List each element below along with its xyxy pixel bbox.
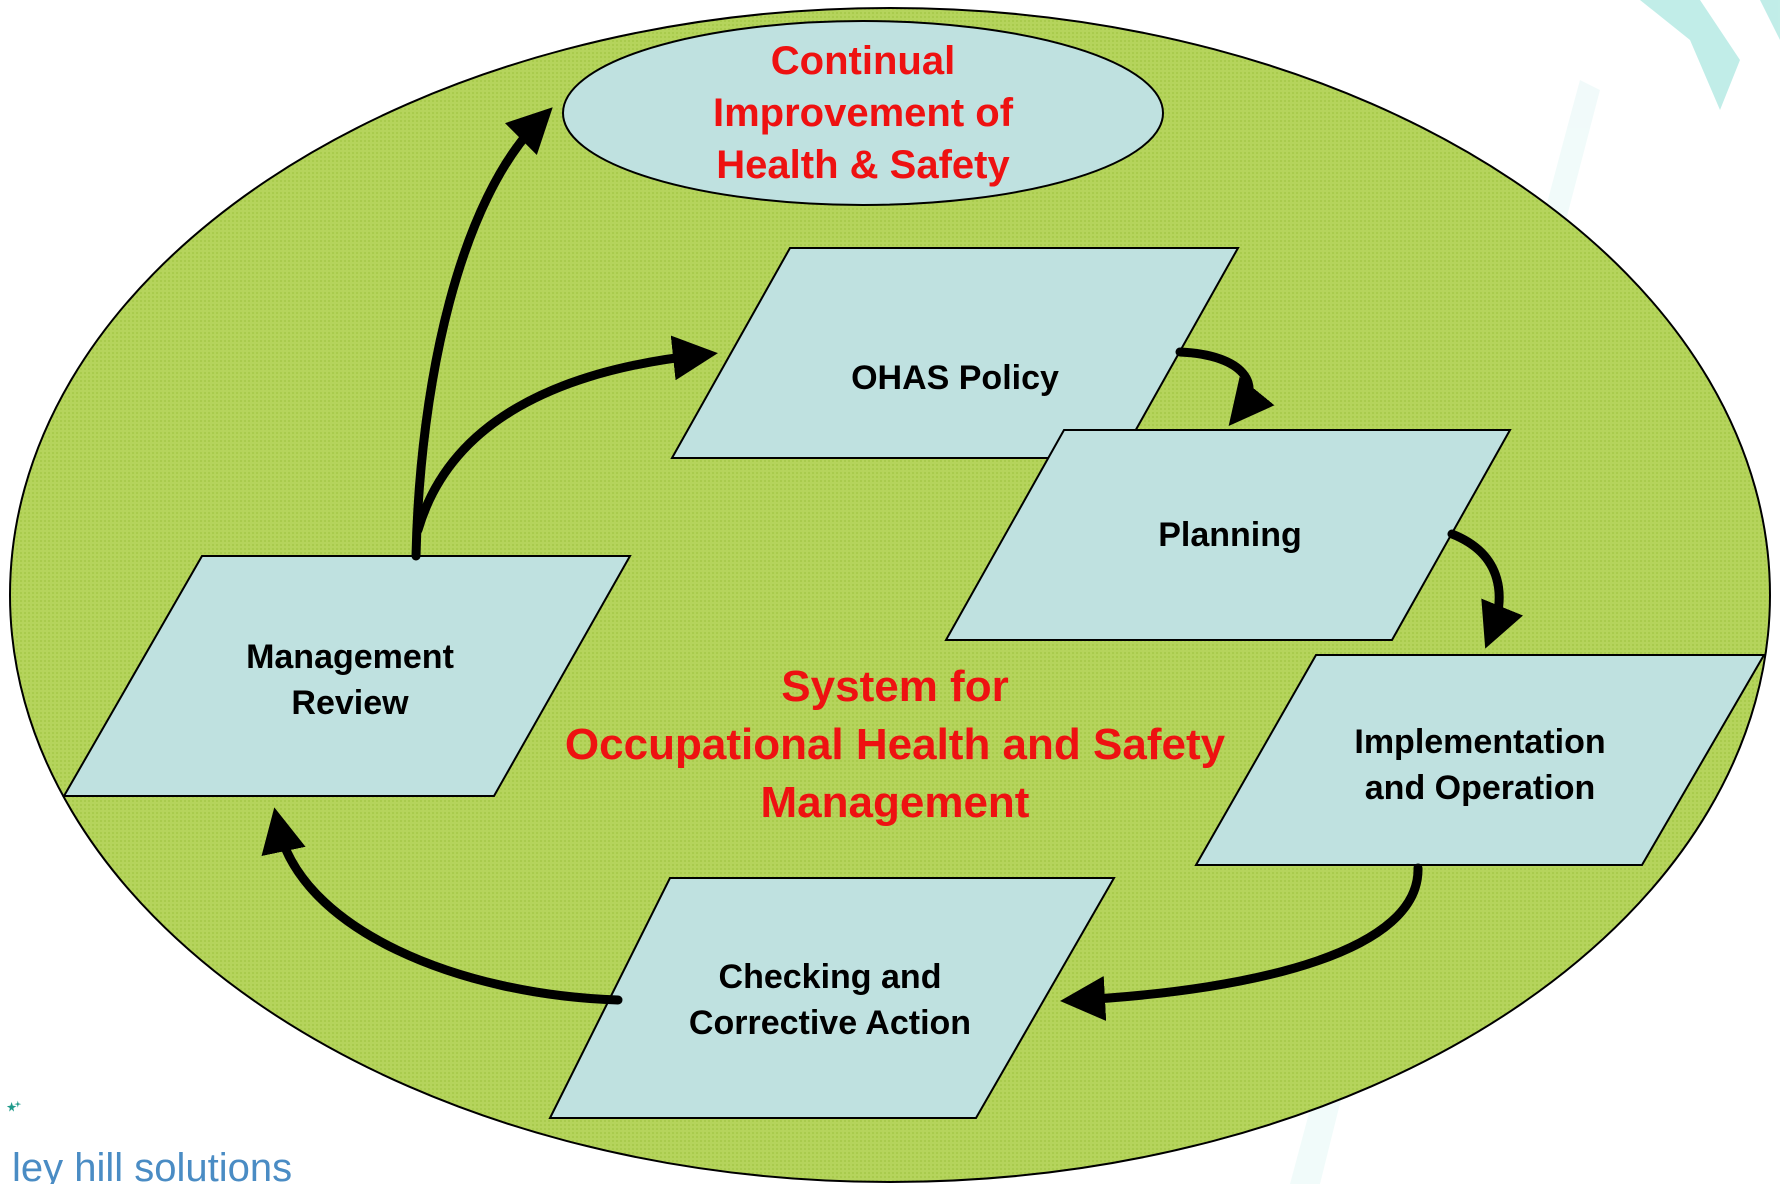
step-label-review-line-1: Management (246, 638, 454, 676)
step-label-review: Management Review (200, 630, 500, 730)
continual-improvement-line-1: Continual (770, 39, 956, 83)
arrow-policy-to-planning (1175, 347, 1275, 426)
system-title-line-1: System for (781, 662, 1009, 711)
continual-improvement-label: Continual Improvement of Health & Safety (613, 33, 1113, 193)
step-label-checking: Checking and Corrective Action (640, 950, 1020, 1050)
step-box-review (62, 555, 632, 797)
star-sparkle-icon (6, 1100, 22, 1112)
step-box-planning (944, 429, 1512, 641)
arrow-review-to-policy (413, 335, 718, 535)
arrow-implementation-to-checking (1060, 863, 1423, 1021)
continual-improvement-line-3: Health & Safety (716, 143, 1010, 187)
step-label-policy-line-1: OHAS Policy (851, 359, 1059, 397)
system-title-line-2: Occupational Health and Safety (564, 720, 1226, 769)
company-logo: ley hill solutions (0, 1098, 340, 1184)
arrow-planning-to-implementation (1447, 529, 1523, 649)
step-box-checking (548, 877, 1116, 1119)
continual-improvement-ellipse (562, 20, 1164, 206)
system-title-line-3: Management (760, 778, 1030, 827)
step-label-checking-line-1: Checking and (718, 958, 942, 996)
step-label-implementation: Implementation and Operation (1290, 715, 1670, 815)
step-label-review-line-2: Review (291, 684, 409, 722)
arrow-checking-to-review (261, 807, 623, 1005)
step-label-planning: Planning (1055, 505, 1405, 565)
system-title: System for Occupational Health and Safet… (520, 655, 1270, 835)
step-label-implementation-line-1: Implementation (1354, 723, 1606, 761)
arrow-review-to-improvement (411, 107, 553, 561)
step-label-planning-line-1: Planning (1158, 516, 1302, 554)
step-box-implementation (1194, 654, 1766, 866)
company-logo-text: ley hill solutions (12, 1146, 293, 1184)
step-label-checking-line-2: Corrective Action (688, 1004, 972, 1042)
step-label-implementation-line-2: and Operation (1364, 769, 1596, 807)
step-label-policy: OHAS Policy (780, 348, 1130, 408)
continual-improvement-line-2: Improvement of (712, 91, 1014, 135)
